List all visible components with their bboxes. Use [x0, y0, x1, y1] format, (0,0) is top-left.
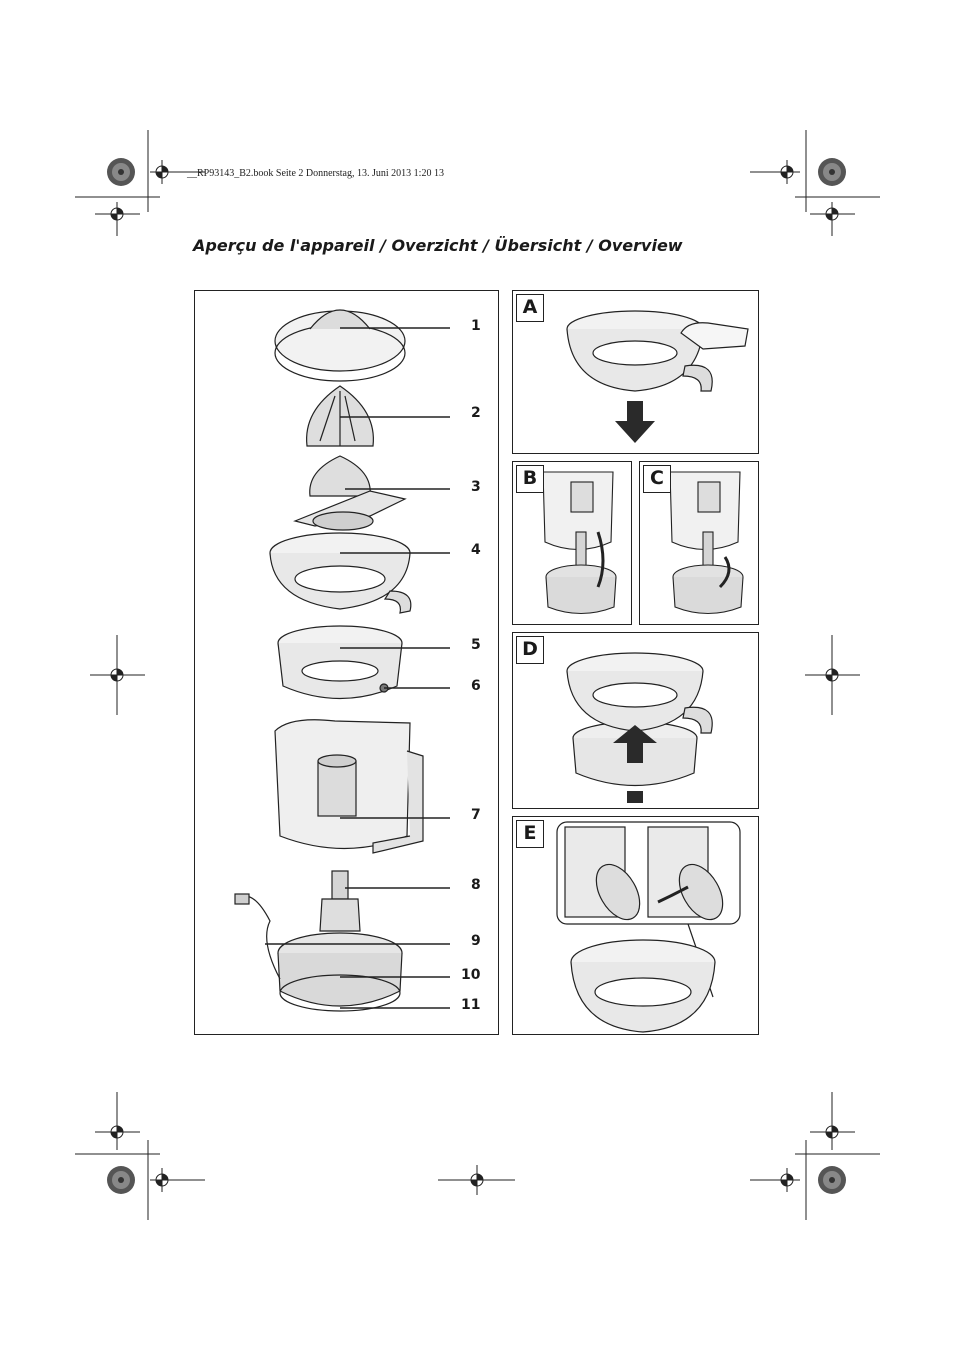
part-number-3: 3 [471, 479, 481, 495]
step-b-illustration [542, 471, 617, 614]
part-number-4: 4 [471, 542, 481, 558]
step-label-c: C [643, 465, 671, 493]
page-title: Aperçu de l'appareil / Overzicht / Übers… [193, 236, 683, 255]
step-label-e: E [516, 820, 544, 848]
part-number-11: 11 [461, 997, 481, 1013]
step-e-illustration [556, 821, 741, 1033]
step-panel-d: D [512, 632, 759, 809]
step-label-d: D [516, 636, 544, 664]
step-label-b: B [516, 465, 544, 493]
part-number-9: 9 [471, 933, 481, 949]
step-c-illustration [669, 471, 744, 614]
part-number-6: 6 [471, 678, 481, 694]
part-number-1: 1 [471, 318, 481, 334]
step-a-illustration [566, 310, 749, 443]
step-label-a: A [516, 294, 544, 322]
step-d-illustration [566, 652, 713, 803]
step-panel-b: B [512, 461, 632, 625]
parts-illustration [234, 309, 450, 1012]
part-number-5: 5 [471, 637, 481, 653]
book-slug-line: __RP93143_B2.book Seite 2 Donnerstag, 13… [187, 168, 444, 179]
parts-overview-panel: 1 2 3 4 5 6 7 8 9 10 11 [194, 290, 499, 1035]
part-number-7: 7 [471, 807, 481, 823]
step-panel-c: C [639, 461, 759, 625]
step-panel-a: A [512, 290, 759, 454]
part-number-8: 8 [471, 877, 481, 893]
part-number-2: 2 [471, 405, 481, 421]
step-panel-e: E [512, 816, 759, 1035]
part-number-10: 10 [461, 967, 481, 983]
